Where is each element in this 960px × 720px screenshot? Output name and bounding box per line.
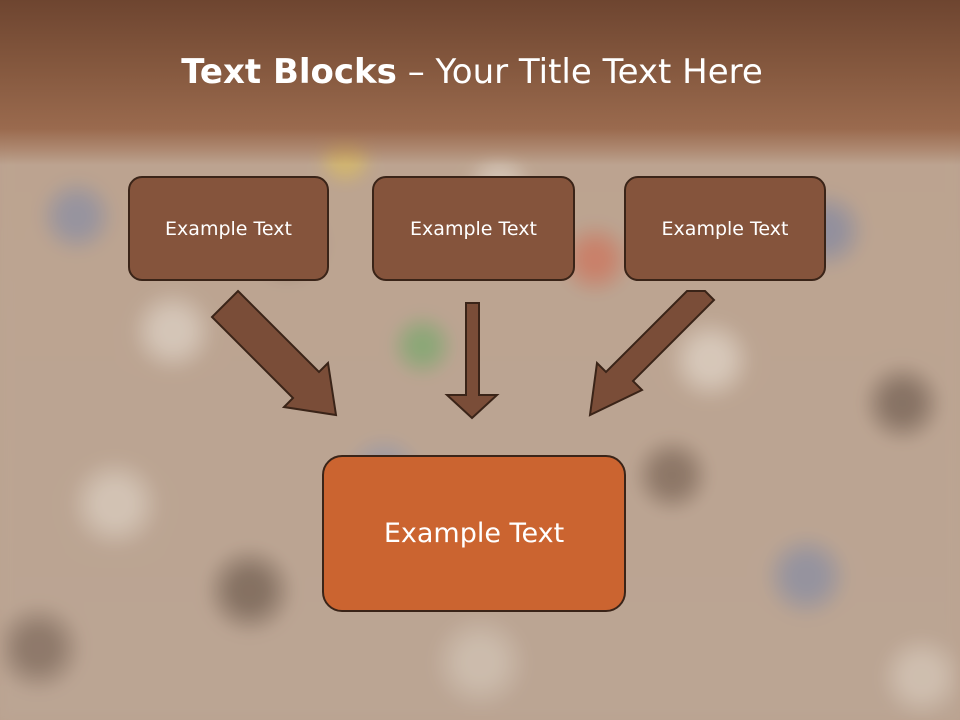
main-text-block[interactable]: Example Text xyxy=(322,455,626,612)
title-band xyxy=(0,0,960,165)
title-rest-part: Your Title Text Here xyxy=(435,52,763,92)
arrow-left-diagonal xyxy=(210,289,338,417)
text-block-2[interactable]: Example Text xyxy=(372,176,575,281)
title-bold-part: Text Blocks xyxy=(181,52,397,92)
text-block-3[interactable]: Example Text xyxy=(624,176,826,281)
text-block-3-label: Example Text xyxy=(661,217,789,240)
slide-title: Text Blocks – Your Title Text Here xyxy=(0,52,944,92)
arrow-right-diagonal xyxy=(588,290,716,417)
text-block-1[interactable]: Example Text xyxy=(128,176,329,281)
arrow-center-down xyxy=(444,302,500,420)
text-block-1-label: Example Text xyxy=(165,217,292,240)
text-block-2-label: Example Text xyxy=(410,217,537,240)
title-separator: – xyxy=(396,52,436,92)
main-text-block-label: Example Text xyxy=(383,518,565,549)
